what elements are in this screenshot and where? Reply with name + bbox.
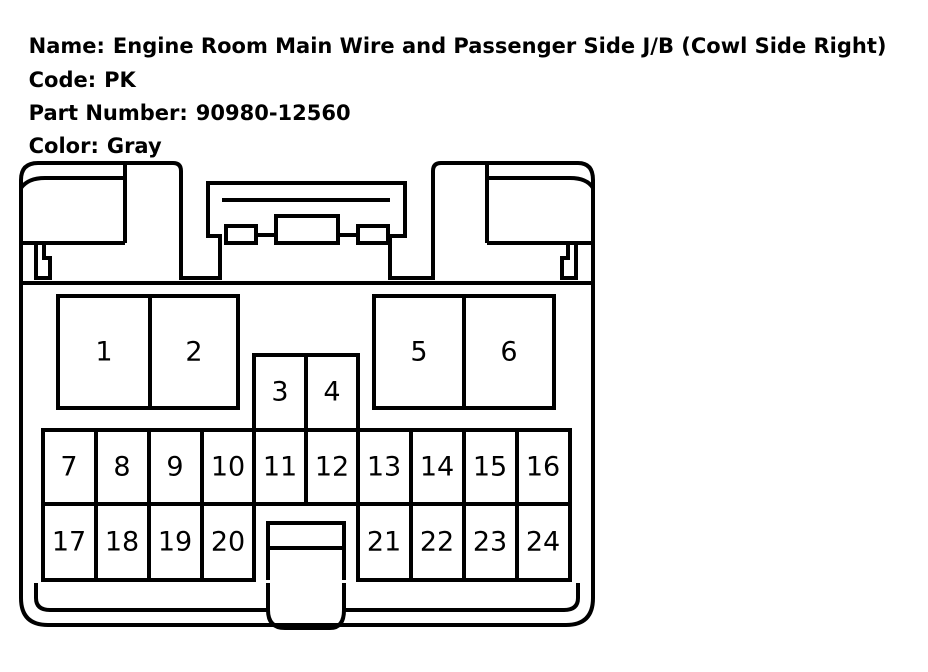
pin-label-1: 1 <box>95 337 112 368</box>
pin-label-9: 9 <box>166 452 183 483</box>
pin-label-18: 18 <box>105 527 139 558</box>
connector-name-line: Name: Engine Room Main Wire and Passenger… <box>14 10 887 58</box>
pin-label-15: 15 <box>473 452 507 483</box>
connector-code-line: Code: PK <box>14 44 136 92</box>
connector-housing-outline <box>19 161 595 627</box>
pin-label-7: 7 <box>60 452 77 483</box>
pin-label-16: 16 <box>526 452 560 483</box>
pin-label-6: 6 <box>500 337 517 368</box>
pin-label-20: 20 <box>211 527 245 558</box>
right-latch-notch <box>560 243 578 280</box>
center-key-slot <box>266 521 346 580</box>
left-latch-notch <box>34 243 52 280</box>
pin-label-10: 10 <box>211 452 245 483</box>
housing-bottom-foot <box>266 609 346 630</box>
pin-label-17: 17 <box>52 527 86 558</box>
pin-label-12: 12 <box>315 452 349 483</box>
pin-label-8: 8 <box>113 452 130 483</box>
pin-label-5: 5 <box>410 337 427 368</box>
part-number-line: Part Number: 90980-12560 <box>14 77 351 125</box>
color-value: Gray <box>106 134 162 158</box>
housing-bottom-rim <box>34 583 580 612</box>
code-value: PK <box>104 68 136 92</box>
pin-label-3: 3 <box>271 377 288 408</box>
pin-label-23: 23 <box>473 527 507 558</box>
pin-label-11: 11 <box>263 452 297 483</box>
terminal-cavity-6 <box>462 294 556 410</box>
pin-label-19: 19 <box>158 527 192 558</box>
housing-inner-right-shoulder <box>487 176 595 190</box>
pin-label-24: 24 <box>526 527 560 558</box>
housing-inner-left-shoulder <box>19 176 125 190</box>
pin-label-2: 2 <box>185 337 202 368</box>
pin-label-4: 4 <box>323 377 340 408</box>
pin-label-22: 22 <box>420 527 454 558</box>
pin-label-14: 14 <box>420 452 454 483</box>
pin-label-21: 21 <box>367 527 401 558</box>
code-label: Code: <box>28 68 97 92</box>
name-value: Engine Room Main Wire and Passenger Side… <box>112 34 887 58</box>
pin-label-13: 13 <box>367 452 401 483</box>
color-label: Color: <box>28 134 99 158</box>
part-number-label: Part Number: <box>28 101 188 125</box>
terminal-cavity-2 <box>148 294 240 410</box>
terminal-cavity-20 <box>200 502 256 582</box>
connector-color-line: Color: Gray <box>14 110 162 158</box>
part-number-value: 90980-12560 <box>195 101 351 125</box>
terminal-cavity-24 <box>515 502 572 582</box>
lock-tab <box>222 198 390 245</box>
name-label: Name: <box>28 34 105 58</box>
